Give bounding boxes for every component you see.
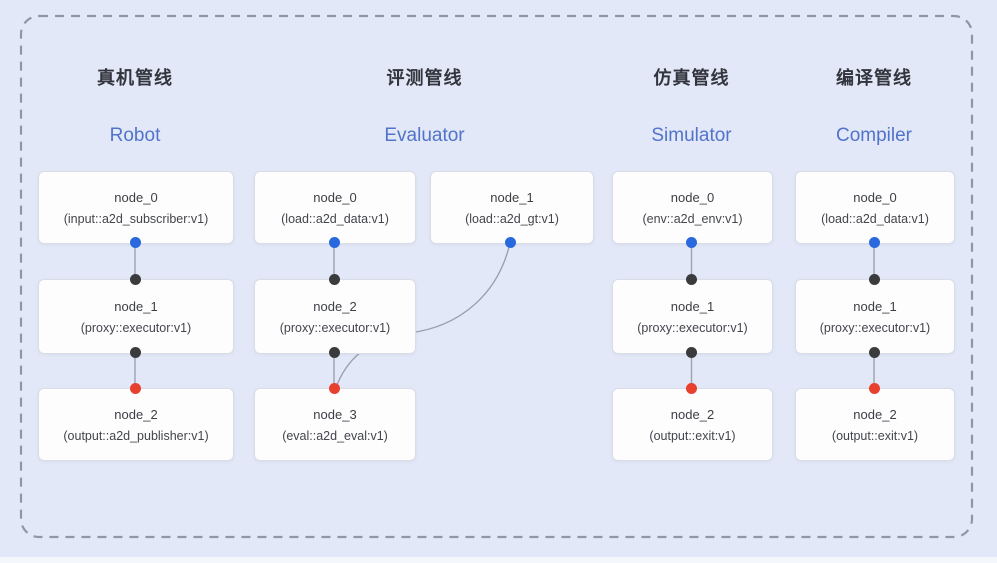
node-name: node_2: [114, 406, 158, 422]
node-robot-1: node_1 (proxy::executor:v1): [38, 279, 234, 354]
pipeline-title-en-robot: Robot: [109, 125, 161, 146]
node-evaluator-2: node_2 (proxy::executor:v1): [254, 279, 416, 354]
pipeline-title-zh-simulator: 仿真管线: [653, 68, 730, 88]
input-port-dot: [129, 236, 141, 248]
pipeline-title-zh-robot: 真机管线: [97, 68, 173, 88]
pipeline-title-zh-compiler: 编译管线: [836, 68, 912, 88]
mid-port-dot: [868, 346, 880, 358]
pipeline-title-en-compiler: Compiler: [835, 125, 913, 146]
node-evaluator-1: node_1 (load::a2d_gt:v1): [430, 171, 594, 244]
node-simulator-2: node_2 (output::exit:v1): [612, 388, 773, 461]
node-type: (output::exit:v1): [831, 428, 919, 443]
node-type: (proxy::executor:v1): [637, 320, 748, 335]
node-simulator-1: node_1 (proxy::executor:v1): [612, 279, 773, 354]
node-type: (load::a2d_data:v1): [281, 211, 389, 226]
node-compiler-2: node_2 (output::exit:v1): [795, 388, 955, 461]
node-type: (proxy::executor:v1): [819, 320, 931, 335]
node-type: (load::a2d_data:v1): [821, 211, 929, 226]
node-evaluator-0: node_0 (load::a2d_data:v1): [254, 171, 416, 244]
node-type: (eval::a2d_eval:v1): [282, 428, 388, 443]
node-name: node_1: [490, 189, 534, 205]
node-type: (env::a2d_env:v1): [642, 211, 743, 226]
node-type: (proxy::executor:v1): [80, 320, 192, 335]
mid-port-dot: [328, 274, 340, 285]
mid-port-dot: [328, 346, 340, 358]
node-name: node_2: [313, 298, 357, 314]
pipeline-title-en-evaluator: Evaluator: [384, 125, 465, 146]
mid-port-dot: [686, 346, 697, 358]
node-compiler-0: node_0 (load::a2d_data:v1): [795, 171, 955, 244]
node-type: (output::exit:v1): [649, 428, 736, 443]
output-port-dot: [868, 382, 880, 394]
node-name: node_0: [114, 189, 158, 205]
mid-port-dot: [129, 274, 141, 285]
input-port-dot: [328, 236, 340, 248]
output-port-dot: [328, 382, 340, 394]
node-name: node_0: [853, 189, 897, 205]
input-port-dot: [686, 236, 697, 248]
node-robot-2: node_2 (output::a2d_publisher:v1): [38, 388, 234, 461]
node-type: (input::a2d_subscriber:v1): [63, 211, 209, 226]
bottom-edge-strip: [0, 557, 997, 563]
node-compiler-1: node_1 (proxy::executor:v1): [795, 279, 955, 354]
input-port-dot: [504, 236, 516, 248]
node-name: node_2: [670, 406, 715, 422]
node-name: node_3: [313, 406, 357, 422]
node-name: node_2: [853, 406, 897, 422]
node-robot-0: node_0 (input::a2d_subscriber:v1): [38, 171, 234, 244]
mid-port-dot: [129, 346, 141, 358]
node-name: node_1: [853, 298, 897, 314]
node-simulator-0: node_0 (env::a2d_env:v1): [612, 171, 773, 244]
node-name: node_1: [670, 298, 715, 314]
mid-port-dot: [686, 274, 697, 285]
mid-port-dot: [868, 274, 880, 285]
node-type: (load::a2d_gt:v1): [465, 211, 559, 226]
output-port-dot: [129, 382, 141, 394]
pipeline-title-zh-evaluator: 评测管线: [386, 68, 463, 88]
node-type: (output::a2d_publisher:v1): [63, 428, 209, 443]
input-port-dot: [868, 236, 880, 248]
pipeline-title-en-simulator: Simulator: [651, 125, 732, 146]
node-name: node_0: [670, 189, 715, 205]
node-type: (proxy::executor:v1): [279, 320, 391, 335]
output-port-dot: [686, 382, 697, 394]
node-name: node_0: [313, 189, 357, 205]
node-name: node_1: [114, 298, 158, 314]
node-evaluator-3: node_3 (eval::a2d_eval:v1): [254, 388, 416, 461]
dashed-border: [19, 14, 974, 539]
